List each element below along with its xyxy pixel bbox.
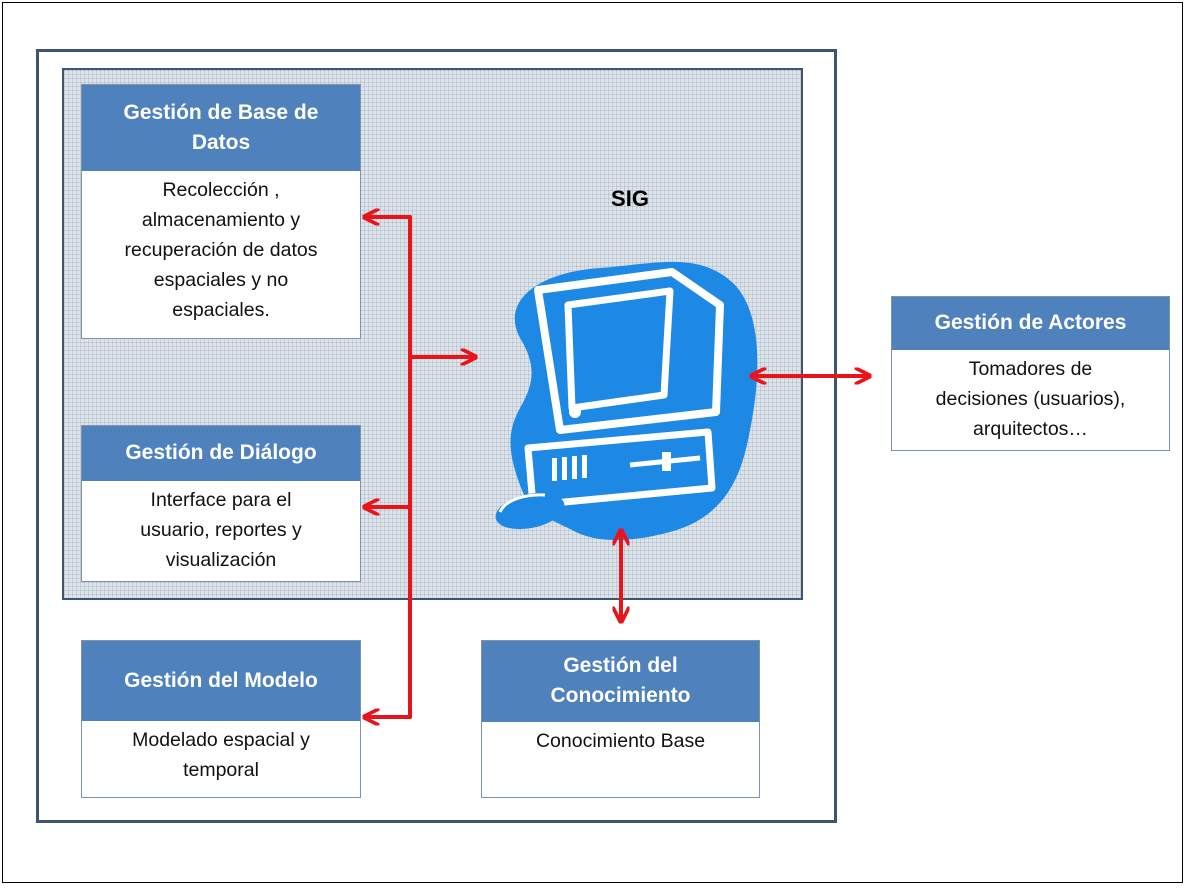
database-management-card: Gestión de Base de Datos Recolección , a… bbox=[81, 84, 361, 339]
dialog-management-card: Gestión de Diálogo Interface para el usu… bbox=[81, 425, 361, 582]
model-management-title: Gestión del Modelo bbox=[82, 641, 360, 721]
mouse-outline bbox=[498, 493, 546, 513]
actors-management-card: Gestión de Actores Tomadores de decision… bbox=[891, 296, 1170, 451]
drive-slot-1 bbox=[552, 458, 557, 481]
system-unit bbox=[524, 428, 716, 509]
drive-slot-2 bbox=[562, 457, 567, 480]
model-management-card: Gestión del Modelo Modelado espacial y t… bbox=[81, 640, 361, 798]
mouse-icon bbox=[495, 492, 565, 530]
dialog-management-title: Gestión de Diálogo bbox=[82, 426, 360, 481]
actors-management-title: Gestión de Actores bbox=[892, 297, 1169, 350]
power-button bbox=[569, 406, 581, 418]
computer-icon bbox=[495, 261, 758, 541]
connection-arrows bbox=[366, 217, 868, 717]
knowledge-management-title: Gestión del Conocimiento bbox=[482, 641, 759, 722]
drive-slot-4 bbox=[582, 455, 587, 478]
model-management-description: Modelado espacial y temporal bbox=[132, 729, 310, 781]
monitor-bezel bbox=[534, 268, 724, 434]
actors-management-description: Tomadores de decisiones (usuarios), arqu… bbox=[935, 358, 1126, 440]
drive-slot-3 bbox=[572, 456, 577, 479]
dialog-management-description: Interface para el usuario, reportes y vi… bbox=[140, 489, 302, 571]
monitor-screen bbox=[564, 287, 674, 412]
knowledge-management-card: Gestión del Conocimiento Conocimiento Ba… bbox=[481, 640, 760, 798]
database-management-title: Gestión de Base de Datos bbox=[82, 85, 360, 171]
knowledge-management-description: Conocimiento Base bbox=[535, 730, 706, 752]
sig-label: SIG bbox=[611, 186, 649, 211]
slider-knob bbox=[662, 452, 671, 471]
database-management-description: Recolección , almacenamiento y recuperac… bbox=[124, 179, 318, 321]
